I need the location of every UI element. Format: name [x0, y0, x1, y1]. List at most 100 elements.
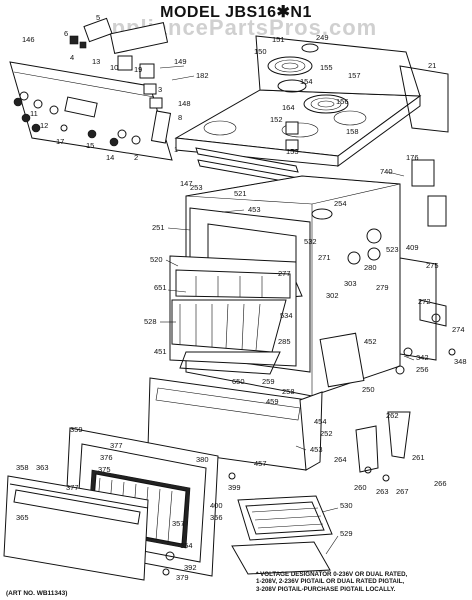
label-379: 379	[176, 573, 189, 582]
label-279: 279	[376, 283, 389, 292]
label-261: 261	[412, 453, 425, 462]
label-523: 523	[386, 245, 399, 254]
label-15: 15	[86, 141, 94, 150]
label-1: 1	[174, 145, 178, 154]
label-14: 14	[106, 153, 114, 162]
label-156: 156	[336, 97, 349, 106]
label-363: 363	[36, 463, 49, 472]
label-154: 154	[300, 77, 313, 86]
label-155: 155	[320, 63, 333, 72]
label-262: 262	[386, 411, 399, 420]
label-303: 303	[344, 279, 357, 288]
label-249: 249	[316, 33, 329, 42]
label-259: 259	[262, 377, 275, 386]
voltage-note: * VOLTAGE DESIGNATOR 0-236V OR DUAL RATE…	[256, 571, 470, 593]
label-375: 375	[98, 465, 111, 474]
label-452: 452	[364, 337, 377, 346]
label-377-lower: 377	[66, 483, 79, 492]
label-348: 348	[454, 357, 467, 366]
label-153: 153	[286, 147, 299, 156]
label-182: 182	[196, 71, 209, 80]
oven-racks	[169, 255, 297, 375]
label-10: 10	[110, 63, 118, 72]
label-266: 266	[434, 479, 447, 488]
label-459: 459	[266, 397, 279, 406]
label-254: 254	[334, 199, 347, 208]
voltage-note-line-2: 1-208V, 2-236V PIGTAIL OR DUAL RATED PIG…	[256, 578, 405, 586]
cooktop	[174, 35, 449, 167]
label-457: 457	[254, 459, 267, 468]
label-399: 399	[228, 483, 241, 492]
label-164: 164	[282, 103, 295, 112]
label-453-bottom: 453	[310, 445, 323, 454]
side-panel	[395, 159, 456, 375]
label-271: 271	[318, 253, 331, 262]
label-392: 392	[184, 563, 197, 572]
model-title: MODEL JBS16✱N1	[160, 4, 312, 21]
label-17: 17	[56, 137, 64, 146]
label-147: 147	[180, 179, 193, 188]
broiler-drawer	[147, 377, 323, 471]
label-251: 251	[152, 223, 165, 232]
label-250: 250	[362, 385, 375, 394]
control-panel	[9, 61, 173, 161]
label-19: 19	[134, 65, 142, 74]
label-4: 4	[70, 53, 74, 62]
label-6: 6	[64, 29, 68, 38]
label-529: 529	[340, 529, 353, 538]
label-354: 354	[180, 541, 193, 550]
label-8: 8	[178, 113, 182, 122]
label-21: 21	[428, 61, 436, 70]
label-256: 256	[416, 365, 429, 374]
voltage-note-line-3: 3-208V PIGTAIL-PURCHASE PIGTAIL LOCALLY.	[256, 585, 396, 593]
label-530: 530	[340, 501, 353, 510]
label-376: 376	[100, 453, 113, 462]
oven-door	[3, 427, 219, 581]
label-149: 149	[174, 57, 187, 66]
label-275: 275	[426, 261, 439, 270]
label-150: 150	[254, 47, 267, 56]
callout-labels: 5 6 146 4 13 10 19 149 182 3 148 8 2 1 1…	[16, 13, 467, 582]
label-520: 520	[150, 255, 163, 264]
label-356: 356	[210, 513, 223, 522]
label-400: 400	[210, 501, 223, 510]
voltage-note-line-1: * VOLTAGE DESIGNATOR 0-236V OR DUAL RATE…	[256, 571, 408, 578]
label-252: 252	[320, 429, 333, 438]
door-hinges	[162, 411, 411, 576]
label-157: 157	[348, 71, 361, 80]
label-12: 12	[40, 121, 48, 130]
label-285: 285	[278, 337, 291, 346]
label-272: 272	[418, 297, 431, 306]
label-650: 650	[232, 377, 245, 386]
switch-cluster	[69, 17, 172, 144]
label-409: 409	[406, 243, 419, 252]
label-146: 146	[22, 35, 35, 44]
leader-lines	[159, 65, 415, 555]
label-152: 152	[270, 115, 283, 124]
broiler-pan	[231, 495, 333, 575]
label-302: 302	[326, 291, 339, 300]
label-521: 521	[234, 189, 247, 198]
label-267: 267	[396, 487, 409, 496]
label-264: 264	[334, 455, 347, 464]
label-342: 342	[416, 353, 429, 362]
label-151: 151	[272, 35, 285, 44]
label-280: 280	[364, 263, 377, 272]
label-253: 253	[190, 183, 203, 192]
art-number: (ART NO. WB11343)	[6, 590, 68, 597]
label-5: 5	[96, 13, 100, 22]
label-148: 148	[178, 99, 191, 108]
label-2: 2	[134, 153, 138, 162]
label-158: 158	[346, 127, 359, 136]
label-274: 274	[452, 325, 465, 334]
label-380: 380	[196, 455, 209, 464]
label-451: 451	[154, 347, 167, 356]
label-534: 534	[280, 311, 293, 320]
label-651: 651	[154, 283, 167, 292]
label-377-upper: 377	[110, 441, 123, 450]
label-453-top: 453	[248, 205, 261, 214]
label-740: 740	[380, 167, 393, 176]
label-357: 357	[172, 519, 185, 528]
